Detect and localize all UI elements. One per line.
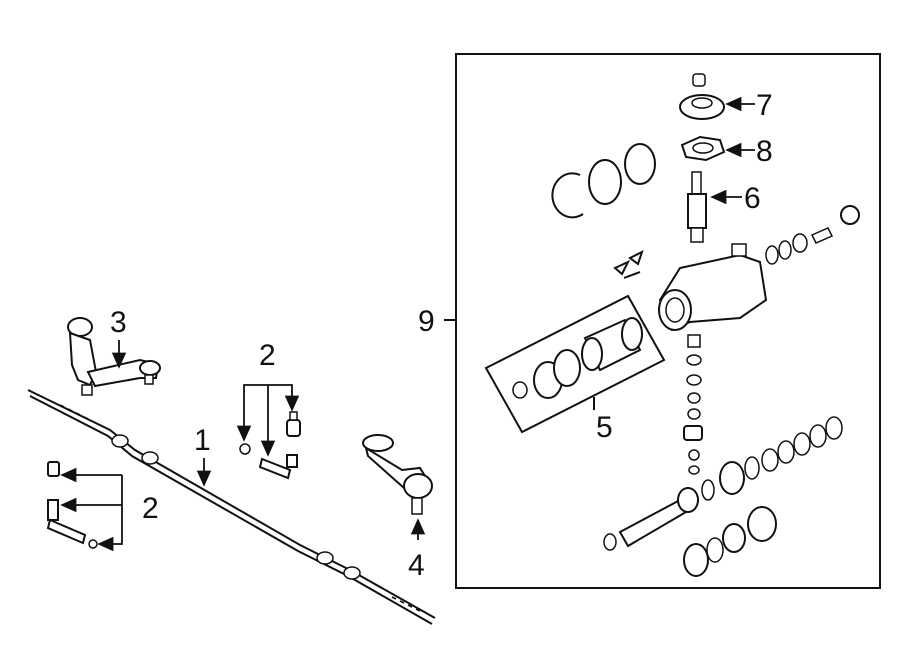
sector-shaft bbox=[687, 171, 707, 243]
callout-3: 3 bbox=[110, 306, 127, 339]
relay-rod bbox=[27, 389, 436, 625]
adjuster-parts bbox=[765, 205, 860, 265]
callout-8: 8 bbox=[756, 135, 773, 168]
leader-2a-left bbox=[236, 384, 268, 442]
valve-parts-stack bbox=[683, 334, 703, 475]
lower-seals bbox=[683, 506, 777, 577]
callout-9: 9 bbox=[418, 305, 435, 338]
idler-arm bbox=[67, 317, 161, 396]
leader-2b-bottom bbox=[97, 475, 123, 552]
leader-2a-right bbox=[268, 384, 300, 412]
gear-housing bbox=[658, 243, 768, 332]
tie-rod-end-lower bbox=[46, 461, 98, 549]
callout-6: 6 bbox=[744, 182, 761, 215]
callout-5: 5 bbox=[596, 411, 613, 444]
callout-2a: 2 bbox=[259, 339, 276, 372]
callout-7: 7 bbox=[756, 89, 773, 122]
callout-4: 4 bbox=[408, 549, 425, 582]
tie-rod-end-upper bbox=[239, 411, 301, 480]
gasket bbox=[680, 135, 726, 162]
seal-rings bbox=[551, 143, 656, 219]
pitman-arm bbox=[362, 434, 433, 515]
piston-assembly bbox=[484, 294, 666, 434]
callout-1: 1 bbox=[194, 424, 211, 457]
retaining-clips bbox=[613, 250, 644, 279]
callout-2b: 2 bbox=[142, 492, 159, 525]
input-shaft-row bbox=[603, 416, 843, 551]
side-cover bbox=[679, 73, 725, 120]
